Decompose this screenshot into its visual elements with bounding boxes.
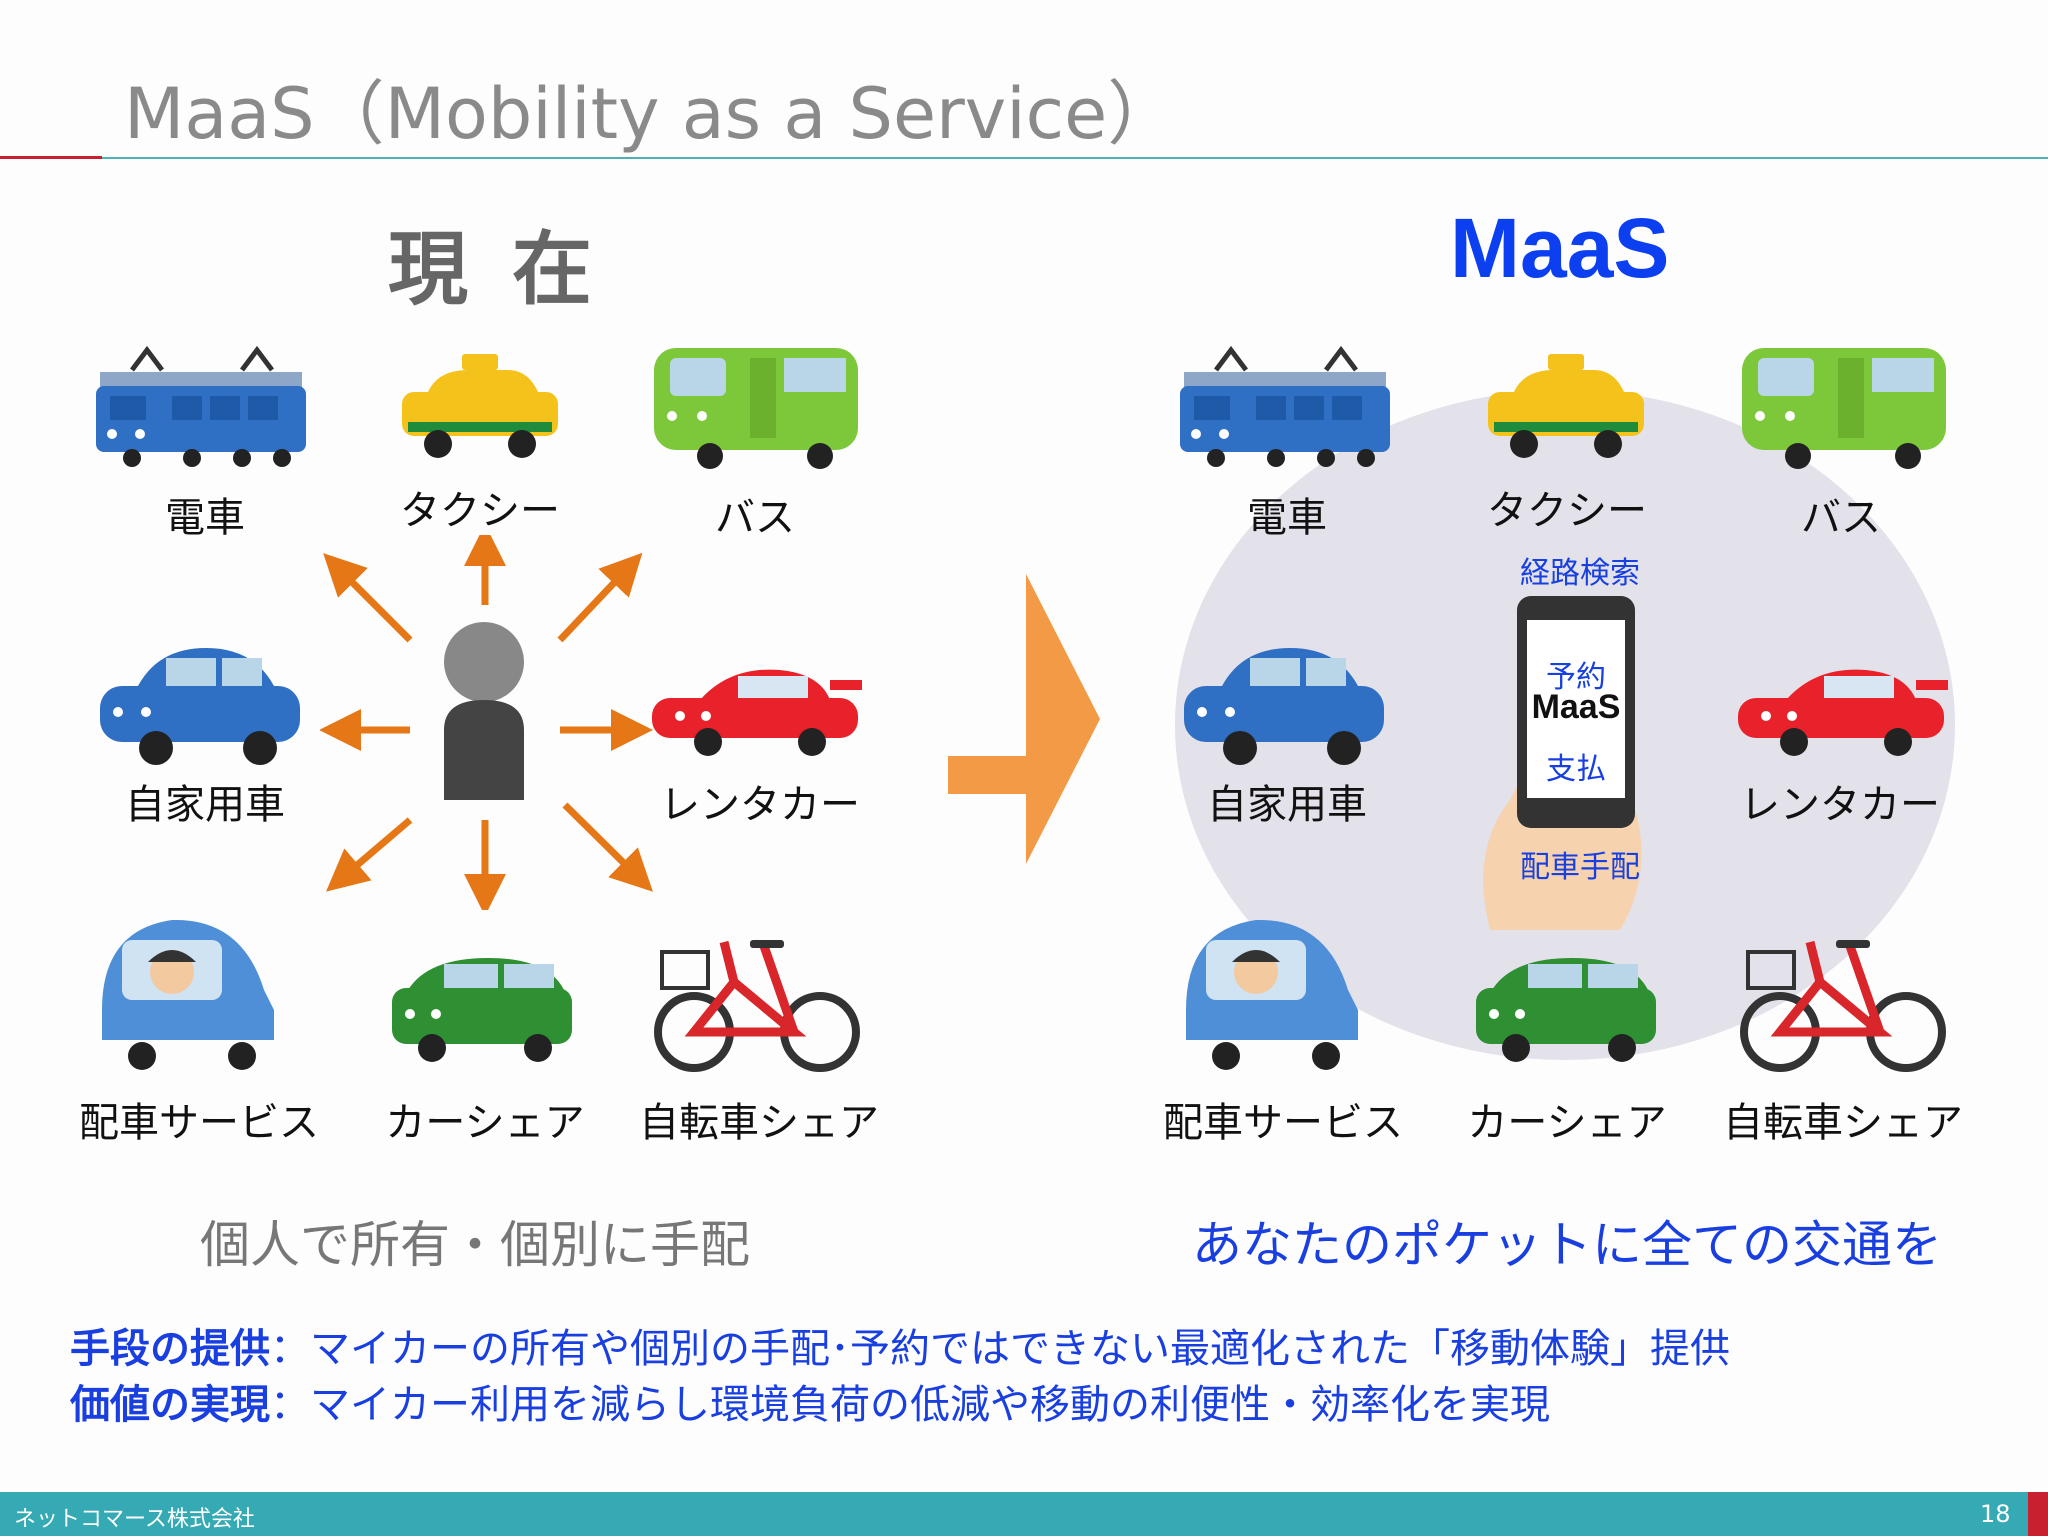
- mode-label-car-share: カーシェア: [385, 1100, 585, 1146]
- page-number: 18: [1980, 1500, 2011, 1528]
- ride-hailing-icon: [1186, 919, 1358, 1070]
- bullet-text: マイカーの所有や個別の手配･予約ではできない最適化された「移動体験」提供: [310, 1326, 1730, 1372]
- dispersion-arrows: [320, 535, 653, 910]
- taxi-icon: [402, 354, 558, 458]
- mode-label-car-share: カーシェア: [1467, 1100, 1667, 1146]
- mode-label-private-car: 自家用車: [125, 782, 285, 828]
- bicycle-icon: [654, 940, 860, 1072]
- rental-car-icon: [1738, 669, 1948, 756]
- transition-arrow-icon: [948, 574, 1100, 864]
- rental-car-icon: [652, 669, 862, 756]
- maas-app-name: MaaS: [1531, 688, 1621, 726]
- taxi-icon: [1488, 354, 1644, 458]
- route-search-label: 経路検索: [1520, 556, 1640, 591]
- caption-current: 個人で所有・個別に手配: [200, 1216, 750, 1274]
- mode-label-rental: レンタカー: [1740, 782, 1940, 828]
- person-icon: [444, 622, 524, 800]
- mode-label-bike-share: 自転車シェア: [639, 1100, 879, 1146]
- title-rule: [102, 157, 2048, 159]
- mode-label-train: 電車: [165, 495, 245, 541]
- bullet-separator: ：: [270, 1326, 310, 1372]
- train-icon: [96, 345, 306, 467]
- company-name: ネットコマース株式会社: [14, 1507, 255, 1532]
- car-share-icon: [392, 958, 572, 1062]
- mode-label-bus: バス: [715, 495, 795, 541]
- bullet-term: 価値の実現: [70, 1382, 270, 1428]
- train-icon: [1180, 345, 1390, 467]
- caption-maas: あなたのポケットに全ての交通を: [1192, 1216, 1942, 1274]
- mode-label-private-car: 自家用車: [1207, 782, 1367, 828]
- footer-bar: [0, 1492, 2028, 1536]
- mode-label-train: 電車: [1247, 495, 1327, 541]
- bicycle-icon: [1740, 940, 1946, 1072]
- mode-label-taxi: タクシー: [1487, 488, 1647, 534]
- bullet-value: 価値の実現：マイカー利用を減らし環境負荷の低減や移動の利便性・効率化を実現: [70, 1372, 1550, 1430]
- current-heading: 現 在: [388, 223, 600, 316]
- mode-label-taxi: タクシー: [400, 488, 560, 534]
- car-share-icon: [1476, 958, 1656, 1062]
- car-icon: [100, 648, 300, 765]
- bullet-text: マイカー利用を減らし環境負荷の低減や移動の利便性・効率化を実現: [310, 1382, 1550, 1428]
- bullet-term: 手段の提供: [70, 1326, 270, 1372]
- car-icon: [1184, 648, 1384, 765]
- phone-screen: [1527, 620, 1625, 798]
- bus-icon: [1742, 348, 1946, 469]
- bus-icon: [654, 348, 858, 469]
- ride-hailing-icon: [102, 919, 274, 1070]
- mode-label-rental: レンタカー: [660, 782, 860, 828]
- mode-label-ride-hailing: 配車サービス: [1163, 1100, 1403, 1146]
- slide-title: MaaS（Mobility as a Service）: [124, 73, 1178, 155]
- mode-label-bus: バス: [1801, 495, 1881, 541]
- footer-accent: [2028, 1492, 2048, 1536]
- mode-label-bike-share: 自転車シェア: [1723, 1100, 1963, 1146]
- maas-heading: MaaS: [1450, 201, 1670, 295]
- mode-label-ride-hailing: 配車サービス: [79, 1100, 319, 1146]
- title-rule-accent: [0, 156, 102, 159]
- dispatch-label: 配車手配: [1520, 850, 1640, 885]
- reserve-label: 予約: [1546, 660, 1606, 695]
- bullet-separator: ：: [270, 1382, 310, 1428]
- pay-label: 支払: [1546, 752, 1606, 787]
- bullet-provision: 手段の提供：マイカーの所有や個別の手配･予約ではできない最適化された「移動体験」…: [70, 1316, 1730, 1374]
